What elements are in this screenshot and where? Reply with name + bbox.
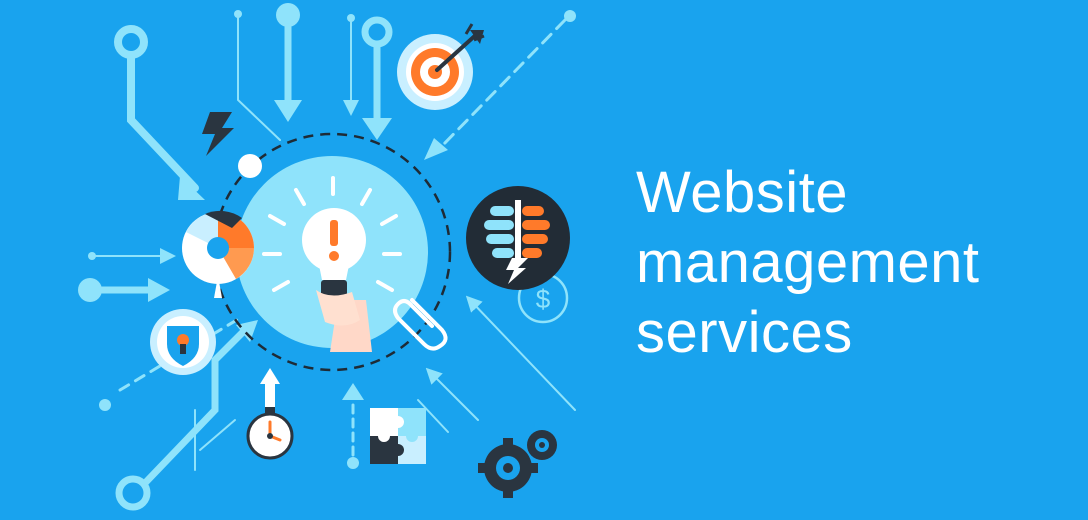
lightbulb-idea-icon xyxy=(236,156,428,352)
white-dot xyxy=(238,154,262,178)
brain-lightning-icon xyxy=(466,186,570,290)
pie-chart-icon xyxy=(182,210,254,298)
dashed-ring xyxy=(212,132,452,372)
paperclip-icon xyxy=(393,298,448,351)
target-arrow-icon xyxy=(397,23,485,110)
lightning-icon xyxy=(202,112,234,156)
headline-line-1: Website xyxy=(636,160,848,225)
stopwatch-icon xyxy=(246,368,294,460)
headline-line-2: management xyxy=(636,230,980,295)
headline: Website management services xyxy=(636,158,1076,368)
shield-icon xyxy=(150,309,216,375)
gears-icon xyxy=(478,430,557,498)
svg-text:$: $ xyxy=(536,284,551,314)
puzzle-icon xyxy=(370,408,426,464)
circuit-lines xyxy=(78,3,576,511)
headline-line-3: services xyxy=(636,300,853,365)
